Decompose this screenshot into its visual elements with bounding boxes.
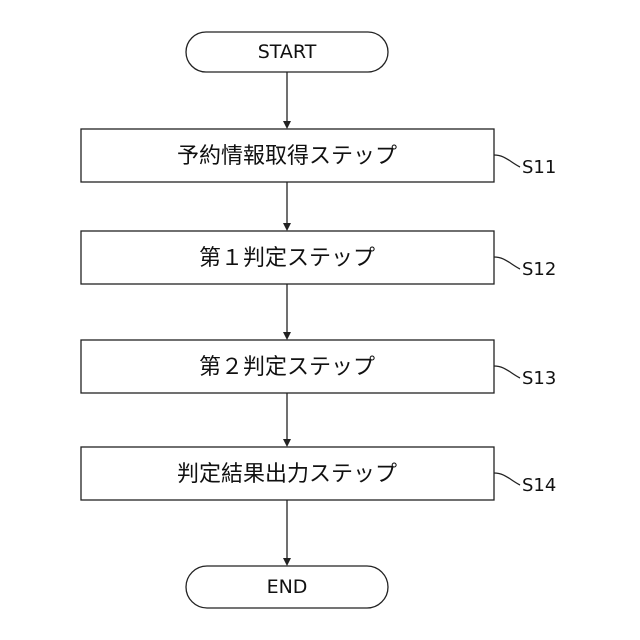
start-terminal: START [186, 32, 388, 72]
step-tag-s14: S14 [494, 473, 556, 496]
connector-s11-s12 [283, 182, 291, 231]
connector-s13-s14 [283, 393, 291, 447]
step-label-s14: 判定結果出力ステップ [177, 462, 397, 487]
step-label-s11: 予約情報取得ステップ [177, 144, 397, 169]
connector-s12-s13 [283, 284, 291, 340]
step-id-s12: S12 [522, 259, 556, 280]
step-id-s14: S14 [522, 475, 556, 496]
step-label-s12: 第１判定ステップ [199, 246, 375, 271]
step-tag-s13: S13 [494, 366, 556, 389]
step-box-s14: 判定結果出力ステップ [81, 447, 494, 500]
step-tag-s11: S11 [494, 155, 556, 178]
step-label-s13: 第２判定ステップ [199, 355, 375, 380]
step-id-s13: S13 [522, 368, 556, 389]
step-id-s11: S11 [522, 157, 556, 178]
step-box-s11: 予約情報取得ステップ [81, 129, 494, 182]
step-box-s13: 第２判定ステップ [81, 340, 494, 393]
connector-s14-end [283, 500, 291, 566]
start-label: START [258, 41, 317, 63]
end-terminal: END [186, 566, 388, 608]
connector-start-s11 [283, 72, 291, 129]
end-label: END [267, 576, 308, 598]
step-tag-s12: S12 [494, 257, 556, 280]
step-box-s12: 第１判定ステップ [81, 231, 494, 284]
